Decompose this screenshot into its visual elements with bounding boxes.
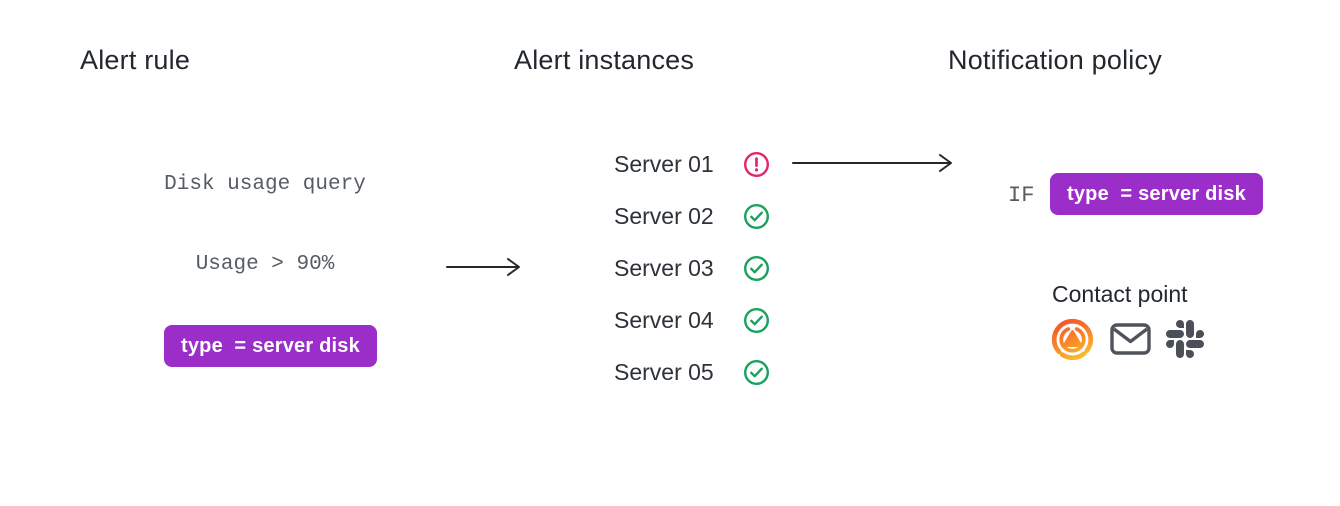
arrow-rule-to-instances-icon	[446, 258, 520, 276]
ok-check-icon	[743, 307, 770, 333]
instance-row: Server 01	[614, 149, 770, 179]
arrow-instance-to-policy-icon	[792, 154, 952, 172]
instance-row: Server 03	[614, 253, 770, 283]
alert-rule-title: Alert rule	[80, 45, 191, 75]
ok-check-icon	[743, 203, 770, 229]
usage-condition-label: Usage > 90%	[195, 253, 335, 276]
if-matcher-prefix: IF	[1008, 183, 1035, 208]
contact-point-label: Contact point	[1052, 281, 1188, 307]
instance-name: Server 01	[614, 150, 714, 177]
instance-row: Server 04	[614, 305, 770, 335]
email-icon	[1110, 323, 1151, 355]
instance-name: Server 05	[614, 358, 714, 385]
rule-label-badge: type = server disk	[164, 325, 377, 367]
instance-name: Server 02	[614, 202, 714, 229]
slack-icon	[1166, 320, 1204, 358]
instance-name: Server 03	[614, 254, 714, 281]
firing-alert-icon	[743, 151, 770, 177]
ok-check-icon	[743, 255, 770, 281]
grafana-alerting-icon	[1051, 318, 1094, 360]
instance-row: Server 05	[614, 357, 770, 387]
disk-usage-query-label: Disk usage query	[164, 173, 366, 196]
contact-point-icons	[1050, 316, 1204, 362]
policy-matcher-badge: type = server disk	[1050, 173, 1263, 215]
instance-name: Server 04	[614, 306, 714, 333]
notification-policy-title: Notification policy	[948, 45, 1162, 75]
ok-check-icon	[743, 359, 770, 385]
alert-instances-title: Alert instances	[514, 45, 695, 75]
instance-row: Server 02	[614, 201, 770, 231]
